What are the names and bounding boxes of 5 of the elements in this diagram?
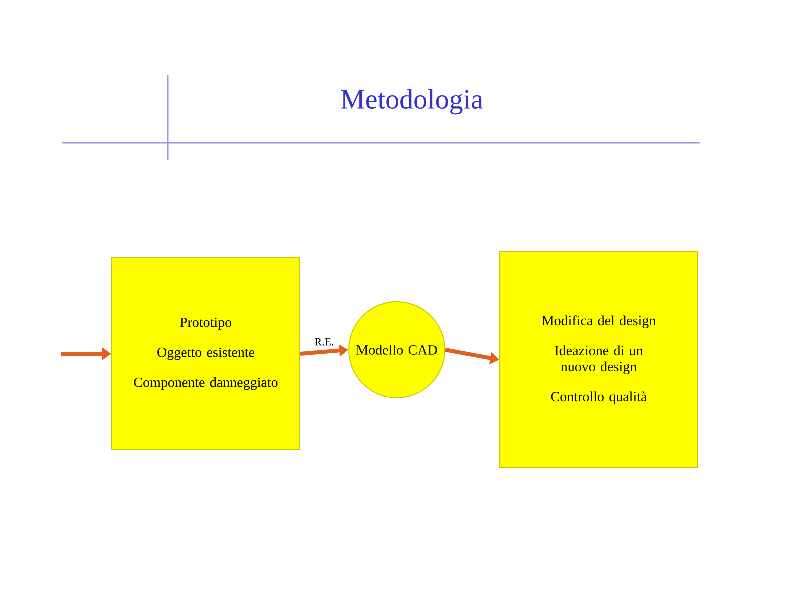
process-box: Modifica del design Ideazione di un nuovo design Controllo qualità xyxy=(500,252,698,468)
title: Metodologia xyxy=(341,89,484,115)
process-box: Prototipo Oggetto esistente Componente danneggiato xyxy=(112,258,300,450)
edge-label: R.E. xyxy=(314,337,336,347)
circle-node: Modello CAD xyxy=(348,302,446,398)
